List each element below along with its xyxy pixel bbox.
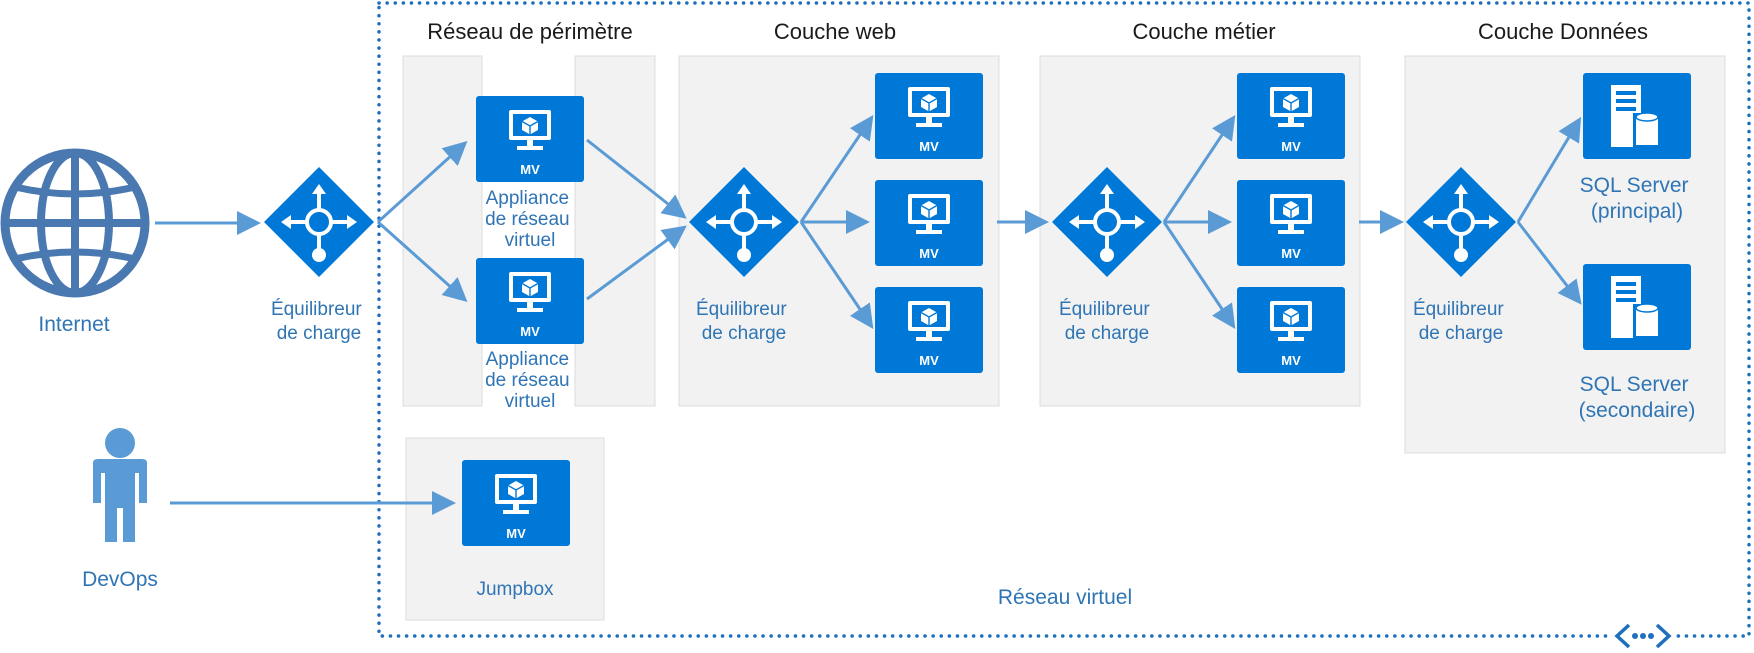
jumpbox-label: Jumpbox [476,579,554,600]
perimeter-title: Réseau de périmètre [427,19,632,44]
virtual-network-label: Réseau virtuel [998,586,1132,609]
arrow-web-lb-to-vm1 [799,115,874,223]
arrow-nva-top-to-web-lb [586,138,687,219]
flow-arrows [155,115,1582,515]
web-tier-title: Couche web [774,19,896,44]
business-vm-3: MV [1236,286,1346,374]
person-icon [93,428,147,542]
globe-icon [0,148,150,298]
vm-label: MV [506,526,526,541]
vm-label: MV [1281,139,1301,154]
sql-secondary-label: SQL Server (secondaire) [1579,373,1696,422]
arrow-nva-bottom-to-web-lb [586,225,687,301]
arrow-data-lb-to-sql-secondary [1516,221,1582,305]
arrow-data-lb-to-sql-primary [1516,116,1582,223]
load-balancer-label: Équilibreur de charge [1059,299,1155,344]
vm-label: MV [520,162,540,177]
arrow-lb-to-nva-top [376,140,468,224]
business-tier-title: Couche métier [1132,19,1275,44]
sql-primary-label: SQL Server (principal) [1580,174,1695,223]
sql-server-icon [1582,72,1692,160]
load-balancer-label: Équilibreur de charge [696,299,792,344]
nva-vm-top: MV [475,95,585,183]
web-vm-3: MV [874,286,984,374]
nva-label-bottom: Appliance de réseau virtuel [485,349,575,412]
arrow-business-lb-to-vm3 [1162,221,1236,329]
devops-label: DevOps [82,568,158,591]
virtual-network-boundary [377,1,1751,638]
load-balancer-label: Équilibreur de charge [1413,299,1509,344]
arrow-lb-to-nva-bottom [377,220,468,302]
web-vm-1: MV [874,72,984,160]
arrow-business-lb-to-vm1 [1162,115,1236,223]
vm-label: MV [919,353,939,368]
perimeter-zone-left [402,55,483,407]
vm-label: MV [520,324,540,339]
web-vm-2: MV [874,179,984,267]
arrow-web-lb-to-vm3 [799,221,874,329]
sql-server-icon [1582,263,1692,351]
jumpbox-vm: MV [461,459,571,547]
business-vm-1: MV [1236,72,1346,160]
vm-label: MV [919,246,939,261]
data-tier-title: Couche Données [1478,19,1648,44]
nva-vm-bottom: MV [475,257,585,345]
vm-label: MV [919,139,939,154]
business-vm-2: MV [1236,179,1346,267]
load-balancer-icon [262,165,376,279]
vm-label: MV [1281,246,1301,261]
nva-label-top: Appliance de réseau virtuel [485,188,575,251]
perimeter-zone-right [574,55,656,407]
vm-label: MV [1281,353,1301,368]
internet-label: Internet [38,313,109,336]
load-balancer-label: Équilibreur de charge [271,299,367,344]
vnet-icon [1611,622,1675,650]
